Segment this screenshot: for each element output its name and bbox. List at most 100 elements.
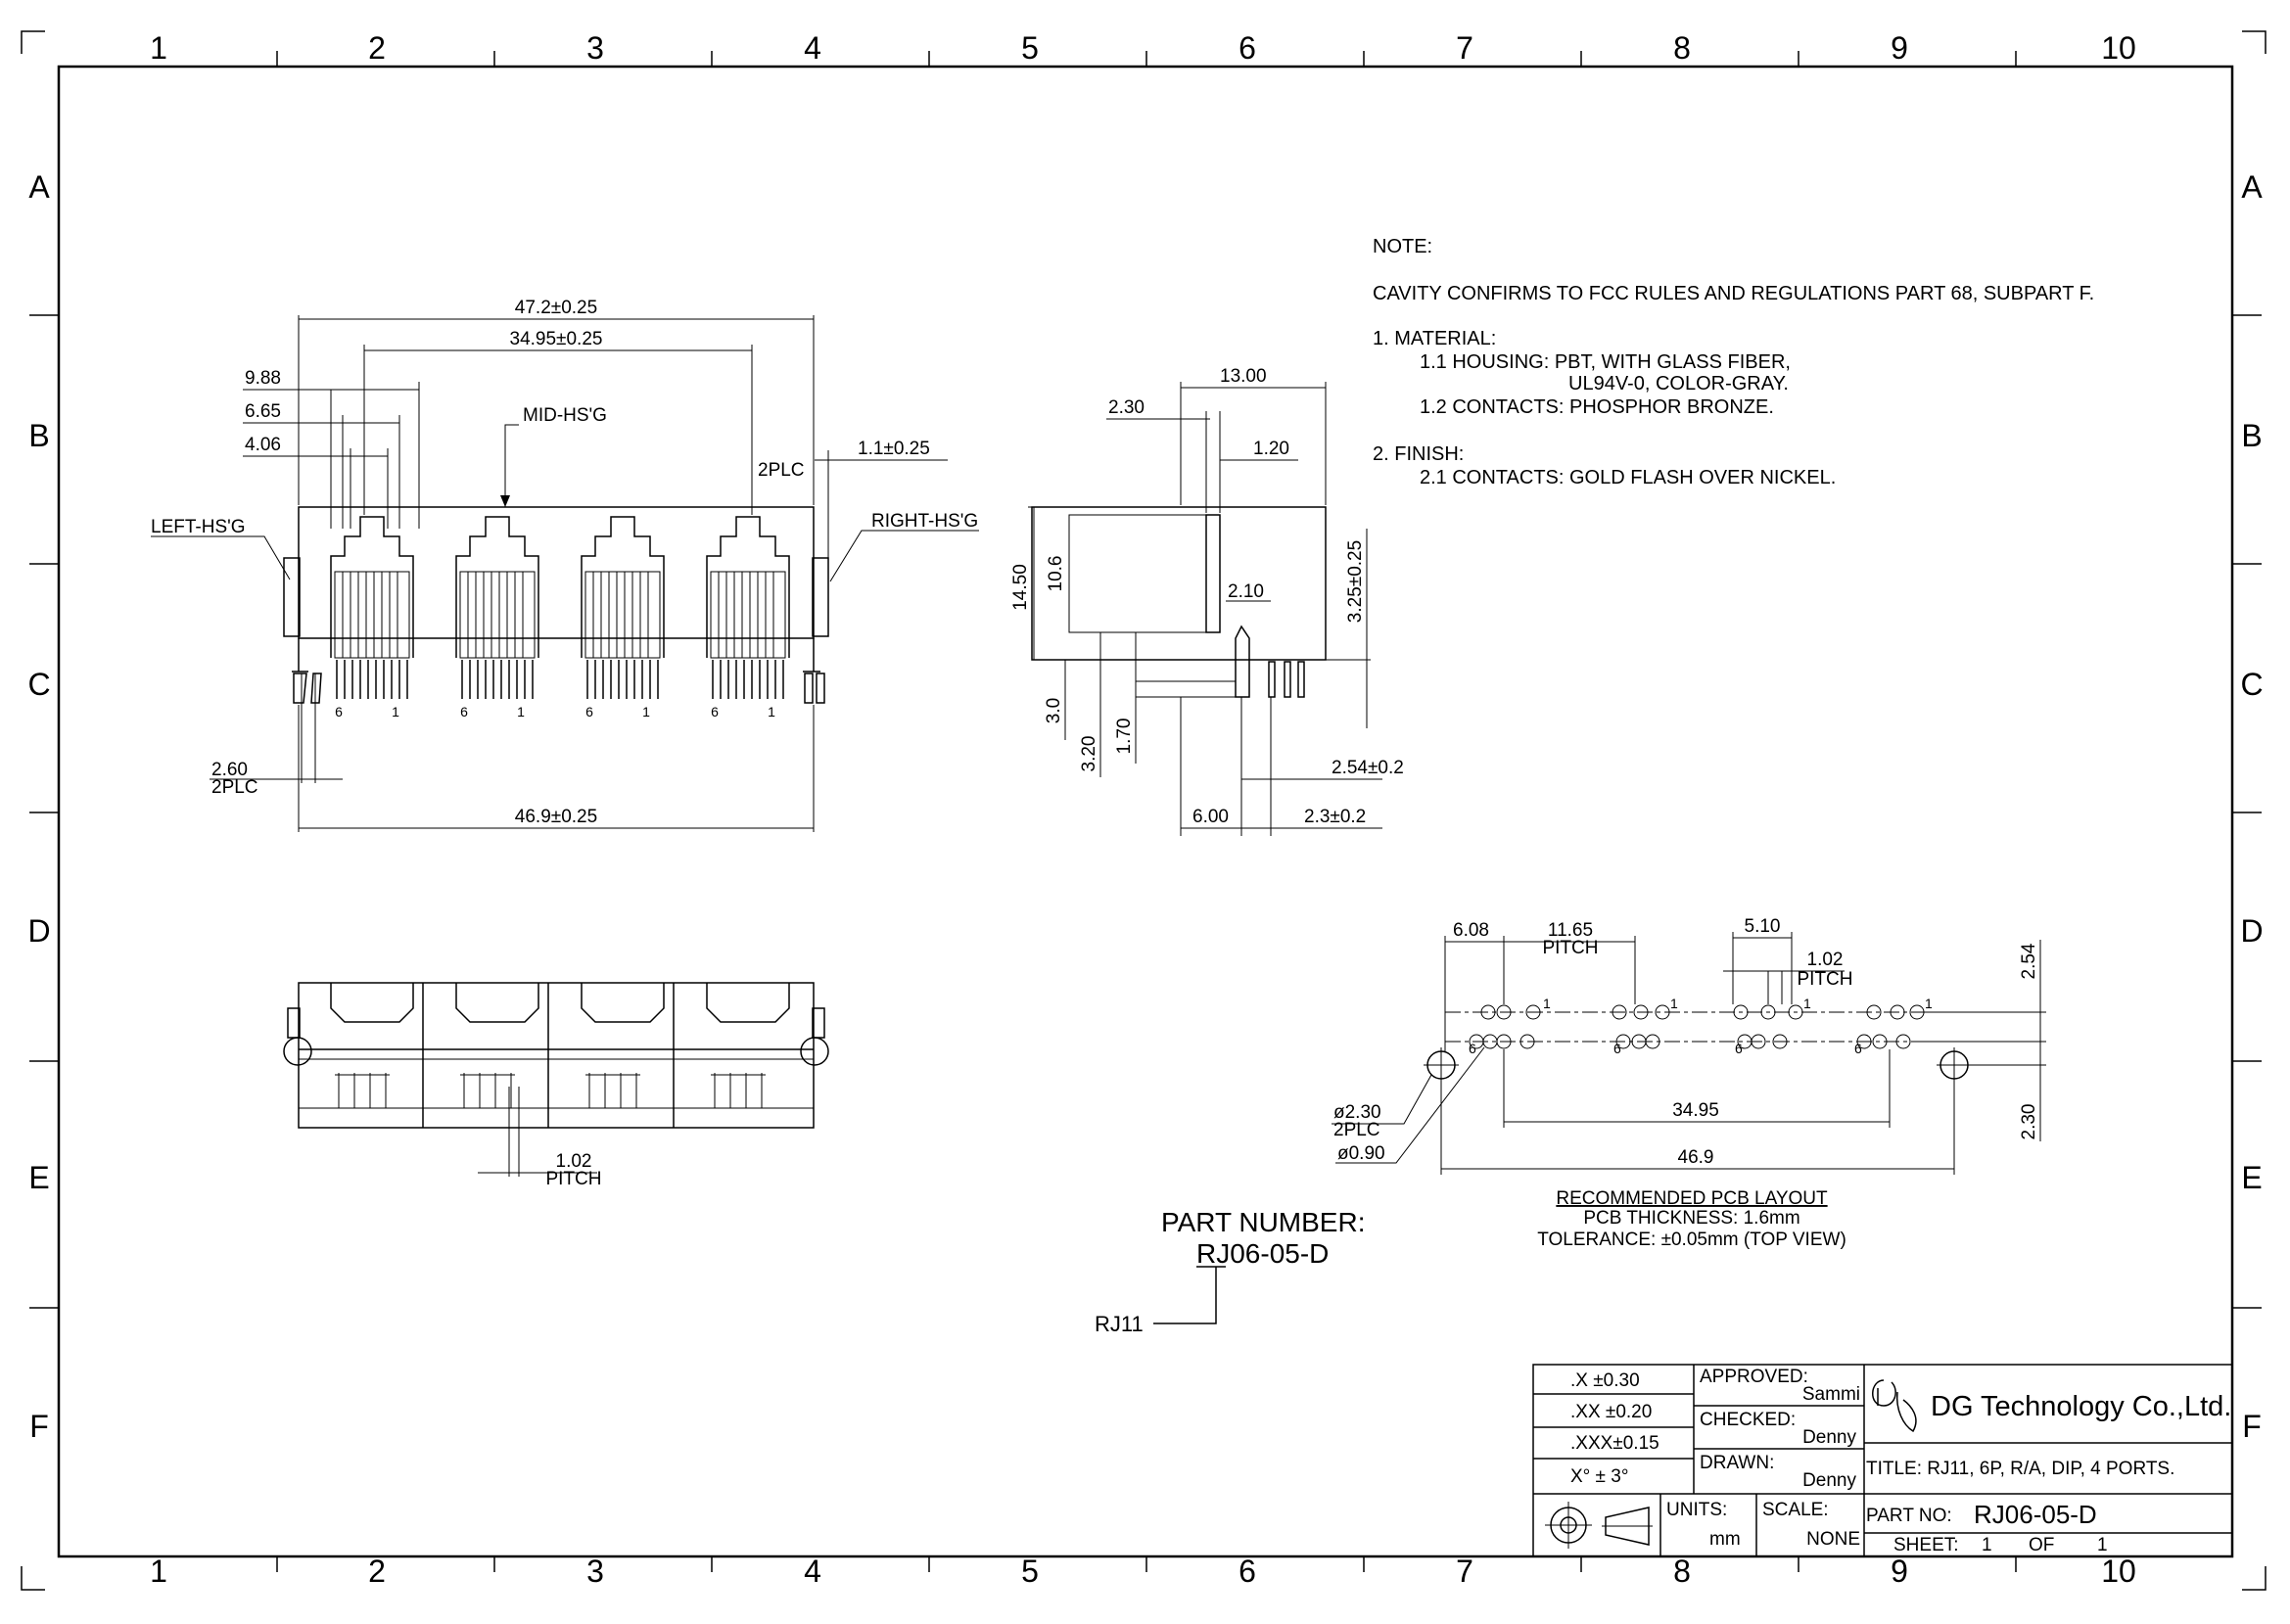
dim-2-10: 2.10 [1228,581,1264,602]
sheet-total: 1 [2097,1535,2108,1555]
dim-9-88: 9.88 [245,368,281,389]
bottom-view: 1.02 PITCH [283,982,829,1189]
row-label-right: E [2241,1160,2262,1195]
col-label-top: 8 [1673,30,1691,66]
company-name: DG Technology Co.,Ltd. [1931,1391,2231,1422]
side-view: 13.00 2.30 1.20 14.50 10.6 2.10 3.25±0.2… [1010,366,1404,836]
part-type-label: RJ11 [1095,1312,1144,1336]
label-hole-2-30: ø2.30 [1333,1102,1381,1123]
sheet-number: 1 [1982,1535,1992,1555]
col-label-top: 2 [368,30,386,66]
pcb-pin-6: 6 [1613,1041,1621,1056]
row-label-right: C [2240,667,2263,702]
pin-label-6: 6 [460,704,468,719]
col-label-top: 3 [586,30,604,66]
housing-outline [298,506,815,639]
row-label-left: C [27,667,50,702]
notes-housing: 1.1 HOUSING: PBT, WITH GLASS FIBER, [1420,351,1791,373]
pcb-layout-title: RECOMMENDED PCB LAYOUT [1556,1188,1828,1209]
pin-label-1: 1 [392,704,399,719]
pin-label-1: 1 [642,704,650,719]
row-label-left: F [29,1409,49,1444]
label-right-housing: RIGHT-HS'G [871,511,978,532]
dim-height: 14.50 [1010,564,1031,611]
label-hole-0-90: ø0.90 [1337,1143,1385,1164]
front-view: 6 1 6 1 6 1 6 1 47.2±0.25 34.95±0.25 9.8… [151,298,979,832]
dim-pcb-2-54: 2.54 [2019,943,2039,979]
scale-label: SCALE: [1762,1500,1829,1520]
col-label-bottom: 7 [1456,1554,1473,1589]
dim-2-30: 2.30 [1108,397,1145,418]
approved-label: APPROVED: [1700,1367,1808,1387]
part-no-value: RJ06-05-D [1974,1500,2097,1529]
dim-pcb-11-65: 11.65 [1548,920,1593,941]
pcb-pin-6: 6 [1735,1041,1743,1056]
col-label-top: 5 [1021,30,1039,66]
tol-one-place: .X ±0.30 [1570,1370,1640,1391]
dim-pitch-2-3: 2.3±0.2 [1304,807,1366,827]
pcb-thickness: PCB THICKNESS: 1.6mm [1583,1208,1799,1229]
dim-left-gap-note: 2PLC [211,777,258,798]
col-label-bottom: 2 [368,1554,386,1589]
sheet-of: OF [2029,1535,2054,1555]
notes-contacts: 1.2 CONTACTS: PHOSPHOR BRONZE. [1420,396,1774,418]
dim-pcb-1-02-label: PITCH [1798,969,1853,990]
grid-ticks [29,51,2262,1572]
dim-3-20: 3.20 [1079,736,1099,772]
pcb-tolerance: TOLERANCE: ±0.05mm (TOP VIEW) [1537,1230,1846,1250]
side-housing [1031,506,1327,661]
dim-1-20: 1.20 [1253,439,1289,459]
notes-heading: NOTE: [1373,236,1432,257]
part-no-label: PART NO: [1866,1506,1952,1526]
pcb-pin-1: 1 [1670,996,1678,1011]
dim-pcb-34-95: 34.95 [1672,1100,1719,1121]
dim-6-65: 6.65 [245,401,281,422]
dim-1-70: 1.70 [1114,719,1135,755]
checked-by: Denny [1802,1427,1856,1448]
scale-value: NONE [1806,1529,1860,1550]
row-label-left: A [28,169,50,205]
part-number-callout: PART NUMBER: RJ06-05-D RJ11 [1095,1207,1365,1336]
dim-pcb-46-9: 46.9 [1678,1147,1714,1168]
col-label-bottom: 1 [150,1554,167,1589]
col-label-bottom: 8 [1673,1554,1691,1589]
dim-6-00: 6.00 [1192,807,1229,827]
frame [21,30,2267,1591]
tol-two-place: .XX ±0.20 [1570,1402,1652,1422]
side-dimensions: 13.00 2.30 1.20 14.50 10.6 2.10 3.25±0.2… [1010,366,1404,836]
units-label: UNITS: [1666,1500,1727,1520]
notes-finish-contacts: 2.1 CONTACTS: GOLD FLASH OVER NICKEL. [1420,467,1836,488]
dim-inner-height: 10.6 [1046,556,1066,592]
dim-left-gap: 2.60 [211,760,248,780]
dim-right-gap: 1.1±0.25 [858,439,930,459]
col-label-bottom: 5 [1021,1554,1039,1589]
pcb-pin-6: 6 [1854,1041,1862,1056]
dim-pitch-2-54: 2.54±0.2 [1332,758,1404,778]
dim-right-height: 3.25±0.25 [1345,540,1366,623]
part-number-value: RJ06-05-D [1196,1238,1329,1269]
notes-finish: 2. FINISH: [1373,443,1464,465]
label-hole-2-30-note: 2PLC [1333,1120,1380,1140]
dim-bottom-pitch-label: PITCH [546,1169,602,1189]
dim-pcb-pitch-label: PITCH [1543,938,1599,958]
pin-label-1: 1 [517,704,525,719]
dim-4-06: 4.06 [245,435,281,455]
approved-by: Sammi [1802,1384,1860,1405]
dim-pcb-6-08: 6.08 [1453,920,1489,941]
label-mid-housing: MID-HS'G [523,405,607,426]
label-left-housing: LEFT-HS'G [151,517,246,537]
pin-label-6: 6 [335,704,343,719]
col-label-top: 6 [1238,30,1256,66]
inner-border [57,65,2234,1558]
units-value: mm [1709,1529,1741,1550]
pin-label-1: 1 [768,704,775,719]
dim-3-0: 3.0 [1044,698,1064,723]
row-label-left: B [28,418,49,453]
row-label-right: D [2240,913,2263,949]
drawn-by: Denny [1802,1470,1856,1491]
notes-housing-cont: UL94V-0, COLOR-GRAY. [1568,373,1789,394]
title-block: .X ±0.30 .XX ±0.20 .XXX±0.15 X° ± 3° APP… [1532,1364,2233,1557]
dim-pcb-5-10: 5.10 [1745,916,1781,937]
